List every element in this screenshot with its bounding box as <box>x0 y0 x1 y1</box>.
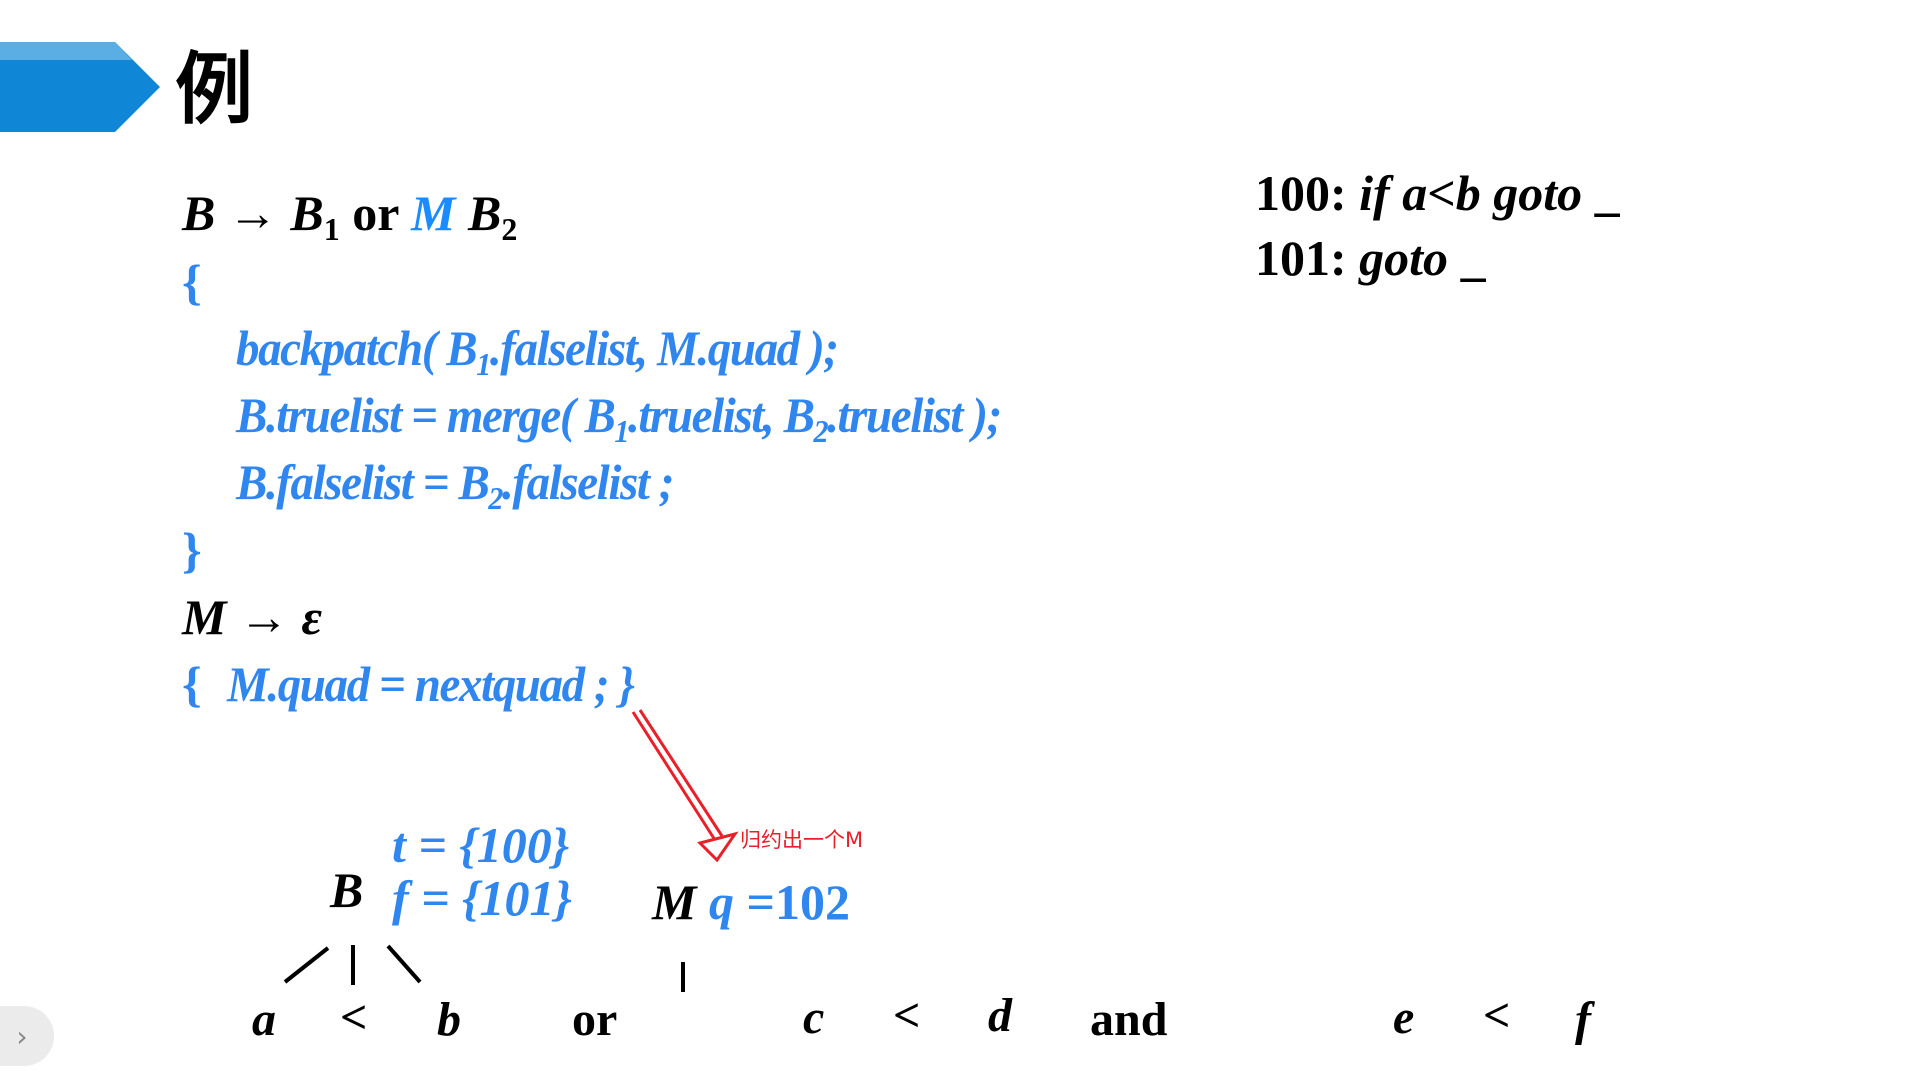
code-text: .falselist, M.quad ); <box>489 320 839 376</box>
token-a: a <box>252 990 276 1050</box>
token-lt-2: < <box>893 986 920 1046</box>
attr-text: t = {100} <box>392 817 570 873</box>
title-banner <box>0 42 160 132</box>
tree-node-b: B <box>330 860 363 920</box>
epsilon: ε <box>301 589 322 645</box>
attr-text: f = {101} <box>392 870 572 926</box>
arrow-symbol: → <box>227 185 278 241</box>
node-label: M <box>652 874 697 930</box>
annotation-reduce-m: 归约出一个M <box>740 828 864 852</box>
attr-value: =102 <box>746 874 850 930</box>
quad-100: 100: if a<b goto _ <box>1255 163 1620 223</box>
attr-q: q <box>708 874 734 930</box>
falselist-label: f = {101} <box>392 868 572 928</box>
production-rule-2: M → ε <box>182 587 322 647</box>
rule1-or: or <box>352 185 399 241</box>
token-e: e <box>1393 988 1414 1048</box>
subscript: 2 <box>488 480 503 516</box>
action-open-brace: { <box>182 254 202 310</box>
subscript: 1 <box>614 413 629 449</box>
subscript: 2 <box>813 413 829 449</box>
code-text: .falselist ; <box>502 454 674 510</box>
rule1-head: B <box>182 185 216 241</box>
token-text: e <box>1393 991 1415 1044</box>
subscript: 2 <box>501 211 518 247</box>
token-text: < <box>1483 989 1511 1042</box>
token-text: f <box>1575 993 1591 1046</box>
production-rule-1: B → B1 or M B2 <box>182 183 517 245</box>
quad-code: goto <box>1359 230 1449 286</box>
token-d: d <box>988 986 1012 1046</box>
token-text: c <box>803 991 825 1044</box>
quad-101: 101: goto _ <box>1255 228 1486 288</box>
subscript: 1 <box>323 211 340 247</box>
arrow-symbol: → <box>238 589 289 645</box>
token-lt-1: < <box>340 988 367 1048</box>
rule2-action: { M.quad = nextquad ; } <box>182 654 659 714</box>
token-c: c <box>803 988 824 1048</box>
action-line-falselist: B.falselist = B2.falselist ; <box>236 452 675 514</box>
node-label: B <box>330 862 364 918</box>
token-text: d <box>988 989 1012 1042</box>
subscript: 1 <box>476 346 491 382</box>
quad-target: _ <box>1460 230 1486 286</box>
chevron-right-icon: › <box>16 1019 28 1053</box>
token-text: b <box>437 993 461 1046</box>
code-text: .truelist ); <box>827 387 1002 443</box>
code-text: .truelist, B <box>628 387 815 443</box>
token-and: and <box>1090 990 1167 1050</box>
rule1-b2: B <box>467 185 502 241</box>
red-arrow-icon <box>631 709 739 863</box>
token-text: < <box>893 989 921 1042</box>
quad-target: _ <box>1594 165 1620 221</box>
action-close-brace: } <box>182 522 202 578</box>
quad-code: if a<b goto <box>1359 165 1583 221</box>
brace: { <box>182 656 202 712</box>
action-line-backpatch: backpatch( B1.falselist, M.quad ); <box>236 318 839 380</box>
truelist-label: t = {100} <box>392 815 569 875</box>
rule2-head: M <box>182 589 227 645</box>
token-lt-3: < <box>1483 986 1510 1046</box>
token-or: or <box>572 990 617 1050</box>
sidebar-toggle-button[interactable]: › <box>0 1006 54 1066</box>
code-text: B.falselist = B <box>236 454 490 510</box>
token-text: and <box>1090 993 1168 1046</box>
token-f: f <box>1575 990 1591 1050</box>
code-text: backpatch( B <box>236 320 478 376</box>
token-b: b <box>437 990 461 1050</box>
token-text: a <box>252 993 276 1046</box>
slide-title: 例 <box>175 45 254 135</box>
code-text: B.truelist = merge( B <box>236 387 616 443</box>
token-text: or <box>572 993 618 1046</box>
quad-number: 101: <box>1255 230 1347 286</box>
quad-number: 100: <box>1255 165 1347 221</box>
token-text: < <box>340 991 368 1044</box>
action-line-truelist: B.truelist = merge( B1.truelist, B2.true… <box>236 385 1002 447</box>
rule1-m: M <box>411 185 456 241</box>
tree-node-m: M q =102 <box>652 872 850 932</box>
rule1-b1: B <box>290 185 324 241</box>
code-text: M.quad = nextquad ; } <box>226 656 635 712</box>
